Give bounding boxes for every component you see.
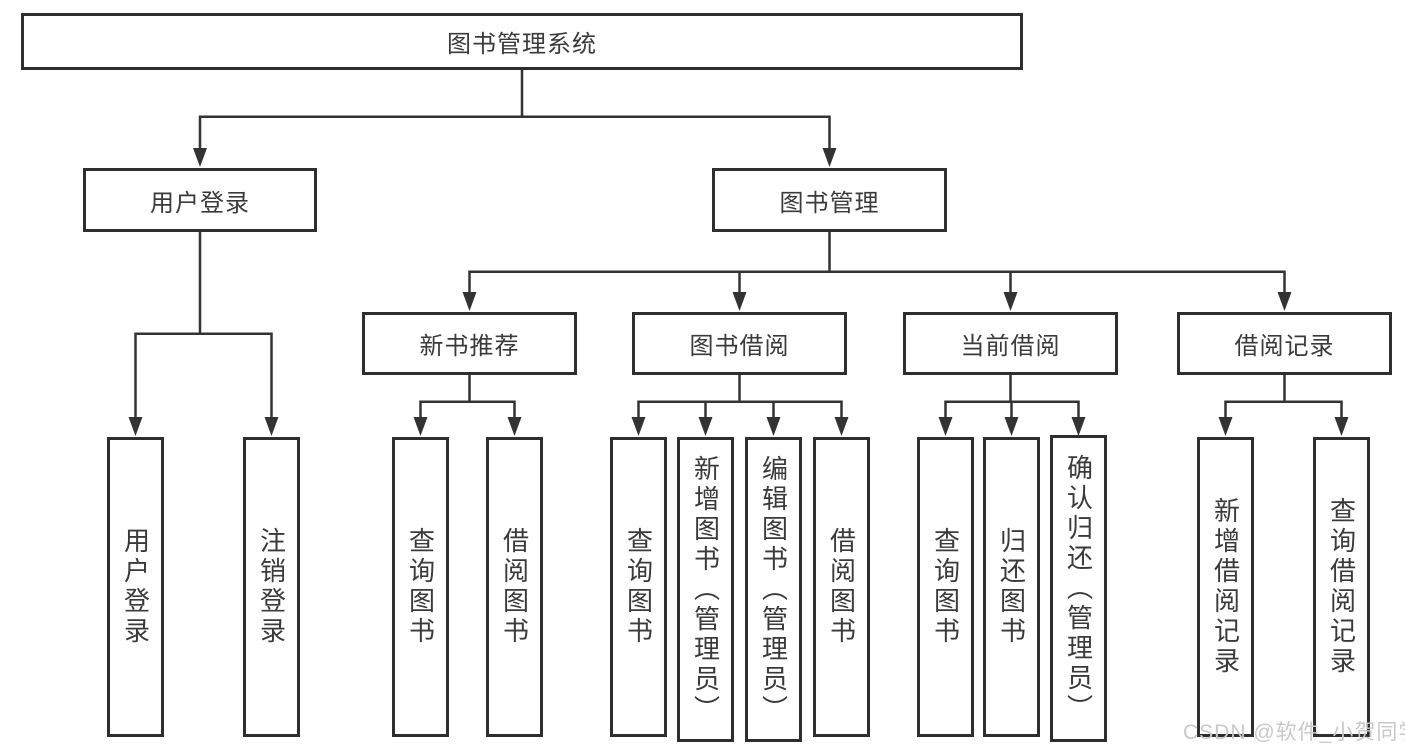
- node-book-management: 图书管理: [712, 168, 947, 232]
- leaf-add-books-admin: 新增图书（管理员）: [677, 437, 734, 742]
- leaf-return-books-label: 归还图书: [996, 527, 1027, 647]
- node-user-login: 用户登录: [83, 168, 317, 232]
- leaf-borrow-books-recommend-label: 借阅图书: [499, 527, 530, 647]
- node-current-borrow-label: 当前借阅: [960, 333, 1061, 360]
- leaf-query-books-recommend-label: 查询图书: [405, 527, 436, 647]
- leaf-user-login: 用户登录: [107, 437, 164, 737]
- leaf-confirm-return-admin: 确认归还（管理员）: [1050, 435, 1107, 742]
- leaf-add-books-admin-label: 新增图书（管理员）: [690, 454, 721, 725]
- leaf-logout-label: 注销登录: [256, 527, 287, 647]
- leaf-query-books-borrow-label: 查询图书: [623, 527, 654, 647]
- leaf-query-books-borrow: 查询图书: [610, 437, 667, 737]
- node-book-borrow-label: 图书借阅: [689, 333, 790, 360]
- leaf-add-borrow-record-label: 新增借阅记录: [1210, 497, 1241, 677]
- leaf-add-borrow-record: 新增借阅记录: [1197, 437, 1254, 737]
- leaf-query-books-current-label: 查询图书: [930, 527, 961, 647]
- node-book-management-label: 图书管理: [779, 189, 880, 217]
- node-current-borrow: 当前借阅: [903, 312, 1118, 375]
- arrowheads: [128, 148, 1349, 436]
- leaf-logout: 注销登录: [243, 437, 300, 737]
- node-borrow-records: 借阅记录: [1177, 312, 1392, 375]
- leaf-query-borrow-record: 查询借阅记录: [1313, 437, 1370, 737]
- leaf-edit-books-admin: 编辑图书（管理员）: [745, 437, 802, 742]
- leaf-borrow-books-label: 借阅图书: [826, 527, 857, 647]
- node-new-book-recommend: 新书推荐: [362, 312, 577, 375]
- leaf-edit-books-admin-label: 编辑图书（管理员）: [758, 454, 789, 725]
- node-borrow-records-label: 借阅记录: [1234, 333, 1335, 360]
- leaf-query-books-recommend: 查询图书: [392, 437, 449, 737]
- node-root-label: 图书管理系统: [447, 31, 597, 58]
- leaf-query-books-current: 查询图书: [917, 437, 974, 737]
- watermark: CSDN @软件_小贺同学: [1183, 721, 1405, 744]
- leaf-borrow-books-recommend: 借阅图书: [486, 437, 543, 737]
- leaf-user-login-label: 用户登录: [120, 527, 151, 647]
- node-new-book-recommend-label: 新书推荐: [419, 333, 520, 360]
- leaf-return-books: 归还图书: [983, 437, 1040, 737]
- node-book-borrow: 图书借阅: [632, 312, 847, 375]
- node-root: 图书管理系统: [21, 13, 1023, 70]
- leaf-borrow-books: 借阅图书: [813, 437, 870, 737]
- leaf-query-borrow-record-label: 查询借阅记录: [1326, 497, 1357, 677]
- node-user-login-label: 用户登录: [150, 189, 250, 217]
- leaf-confirm-return-admin-label: 确认归还（管理员）: [1063, 453, 1094, 724]
